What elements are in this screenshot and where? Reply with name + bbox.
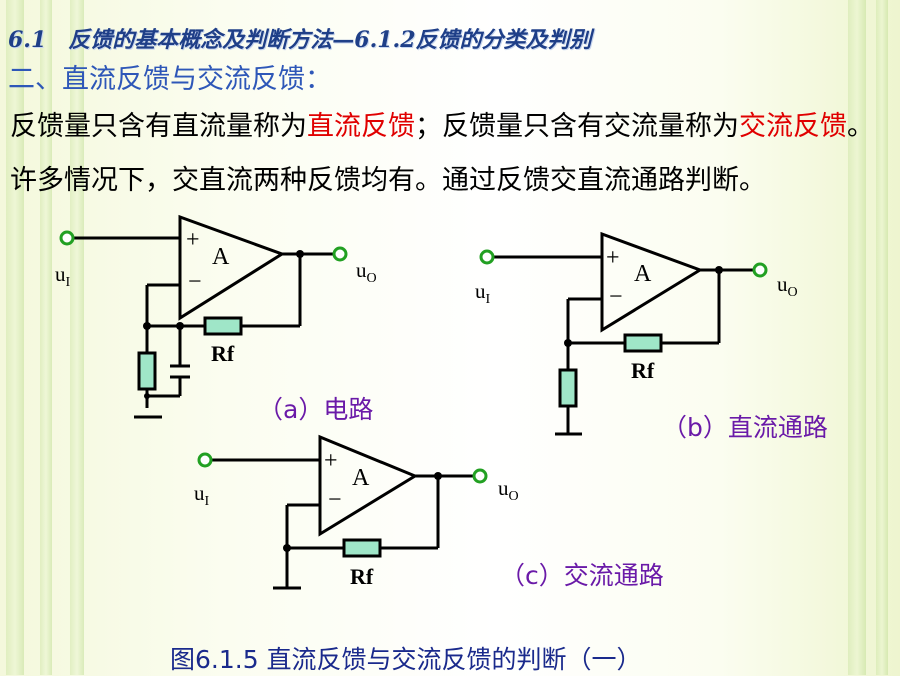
input-node-a [59, 230, 75, 246]
plus-sign-c: + [324, 448, 338, 474]
rf-resistor-a [203, 316, 243, 336]
ac-feedback-term: 交流反馈 [739, 111, 847, 142]
rf-label-b: Rf [631, 358, 655, 383]
rf-resistor-c [342, 538, 382, 558]
opamp-b [600, 231, 704, 333]
input-label-c: uI [194, 481, 210, 509]
input-label-a: uI [55, 262, 71, 290]
input-node-b [479, 249, 495, 265]
para-text-1: 反馈量只含有直流量称为 [10, 111, 307, 142]
dc-feedback-term: 直流反馈 [307, 111, 415, 142]
opamp-c [318, 434, 419, 537]
input-node-c [197, 452, 213, 468]
figure-caption: 图6.1.5 直流反馈与交流反馈的判断（一） [170, 645, 642, 674]
opamp-label-c: A [352, 465, 370, 491]
rf-resistor-b [623, 333, 663, 353]
plus-sign-b: + [606, 245, 620, 271]
opamp-label-b: A [634, 261, 652, 287]
caption-a: （a）电路 [258, 395, 374, 424]
circuit-c [210, 434, 475, 590]
body-paragraph: 反馈量只含有直流量称为直流反馈；反馈量只含有交流量称为交流反馈。许多情况下，交直… [10, 100, 890, 208]
output-node-b [752, 262, 768, 278]
output-label-b: uO [777, 272, 798, 300]
plus-sign-a: + [186, 227, 200, 253]
circuit-b [492, 231, 755, 436]
minus-sign-a: − [188, 269, 202, 295]
slide-title: 6.1 反馈的基本概念及判断方法—6.1.2反馈的分类及判别 [8, 27, 592, 53]
caption-c: （c）交流通路 [500, 561, 664, 590]
minus-sign-b: − [609, 284, 623, 310]
ground-resistor-a [137, 351, 157, 391]
rf-label-a: Rf [211, 341, 235, 366]
output-label-c: uO [498, 476, 519, 504]
ground-resistor-b [558, 368, 578, 408]
output-node-c [472, 468, 488, 484]
para-text-2: ；反馈量只含有交流量称为 [415, 111, 739, 142]
minus-sign-c: − [328, 487, 342, 513]
caption-b: （b）直流通路 [662, 413, 828, 442]
input-label-b: uI [475, 279, 491, 307]
opamp-a [178, 214, 286, 321]
section-heading: 二、直流反馈与交流反馈： [8, 64, 332, 95]
rf-label-c: Rf [350, 564, 374, 589]
para-text-3: 。许多情况下，交直流两种反馈均有。通过反馈交直流通路判断。 [10, 111, 874, 196]
output-label-a: uO [356, 258, 377, 286]
opamp-label-a: A [212, 244, 230, 270]
output-node-a [332, 246, 348, 262]
